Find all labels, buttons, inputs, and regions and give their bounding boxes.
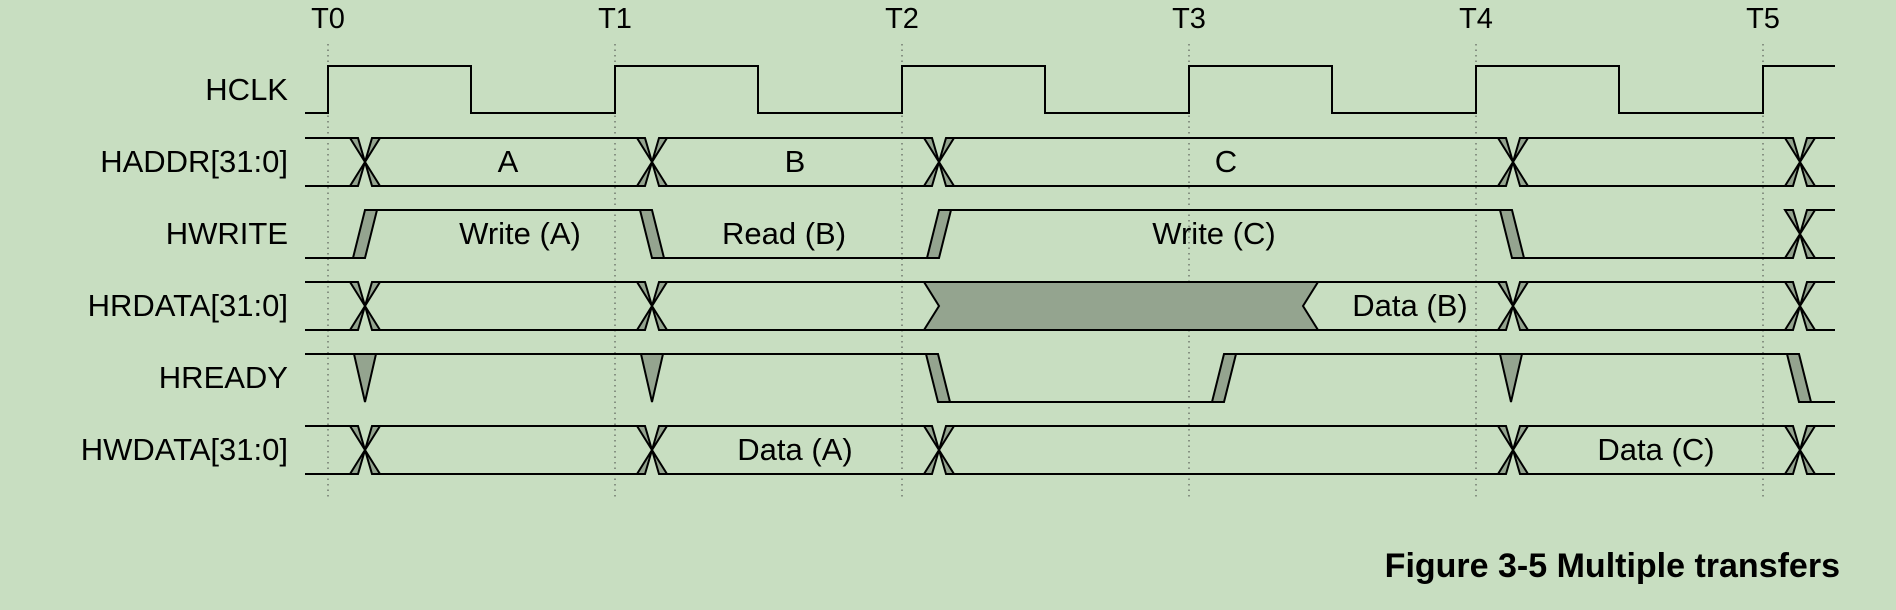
hwrite-rising-edge [351, 209, 379, 259]
haddr-bus-lines [305, 137, 1835, 187]
signal-label-hwdata: HWDATA[31:0] [81, 432, 288, 467]
hwrite-segment-label: Write (C) [1152, 216, 1275, 251]
haddr-segment-label: C [1215, 144, 1237, 179]
waveform-hclk [305, 65, 1835, 114]
hwrite-falling-edge [1498, 209, 1526, 259]
signal-label-hwrite: HWRITE [166, 216, 288, 251]
hready-falling-edge [924, 353, 952, 403]
hrdata-transition [348, 281, 382, 331]
hwdata-segment-label: Data (A) [737, 432, 852, 467]
signal-label-hready: HREADY [159, 360, 288, 395]
time-marker-t5: T5 [1746, 3, 1780, 35]
hready-falling-edge [1785, 353, 1813, 403]
time-gridlines [327, 44, 1764, 498]
hrdata-segment-label: Data (B) [1352, 288, 1467, 323]
hrdata-transition [635, 281, 669, 331]
time-marker-t2: T2 [885, 3, 919, 35]
hready-glitch [639, 353, 665, 403]
hwdata-bus-lines [305, 425, 1835, 475]
hwdata-transition [1783, 425, 1817, 475]
waveform-hready [305, 353, 1835, 403]
signal-label-hclk: HCLK [205, 72, 288, 107]
haddr-transition [922, 137, 956, 187]
signal-labels: HCLK HADDR[31:0] HWRITE HRDATA[31:0] HRE… [81, 72, 289, 467]
hclk-clock-trace [305, 65, 1835, 114]
signal-label-haddr: HADDR[31:0] [100, 144, 288, 179]
haddr-segment-label: B [785, 144, 806, 179]
waveform-haddr: A B C [305, 137, 1835, 187]
hready-glitch [1498, 353, 1524, 403]
hwrite-falling-edge [638, 209, 666, 259]
waveform-hwdata: Data (A) Data (C) [305, 425, 1835, 475]
time-marker-t1: T1 [598, 3, 632, 35]
hrdata-undefined-region [922, 281, 1320, 331]
hrdata-transition [1496, 281, 1530, 331]
time-marker-t4: T4 [1459, 3, 1493, 35]
haddr-transition [635, 137, 669, 187]
hwdata-segment-label: Data (C) [1597, 432, 1714, 467]
haddr-transition [348, 137, 382, 187]
hwdata-transition [635, 425, 669, 475]
haddr-segment-label: A [498, 144, 519, 179]
hwrite-segment-label: Read (B) [722, 216, 846, 251]
hrdata-bus-lines [305, 281, 1835, 331]
hwrite-transition [1783, 209, 1817, 259]
hwrite-rising-edge [925, 209, 953, 259]
hready-glitch [352, 353, 378, 403]
time-marker-t0: T0 [311, 3, 345, 35]
waveform-hrdata: Data (B) [305, 281, 1835, 331]
hwdata-transition [922, 425, 956, 475]
hrdata-transition [1783, 281, 1817, 331]
hwdata-transition [1496, 425, 1530, 475]
signal-label-hrdata: HRDATA[31:0] [88, 288, 288, 323]
time-markers: T0 T1 T2 T3 T4 T5 [311, 3, 1780, 35]
time-marker-t3: T3 [1172, 3, 1206, 35]
hwdata-transition [348, 425, 382, 475]
haddr-transition [1783, 137, 1817, 187]
hready-rising-edge [1210, 353, 1238, 403]
haddr-transition [1496, 137, 1530, 187]
hwrite-segment-label: Write (A) [459, 216, 581, 251]
figure-caption: Figure 3-5 Multiple transfers [1385, 547, 1840, 585]
waveform-hwrite: Write (A) Read (B) Write (C) [305, 209, 1835, 259]
